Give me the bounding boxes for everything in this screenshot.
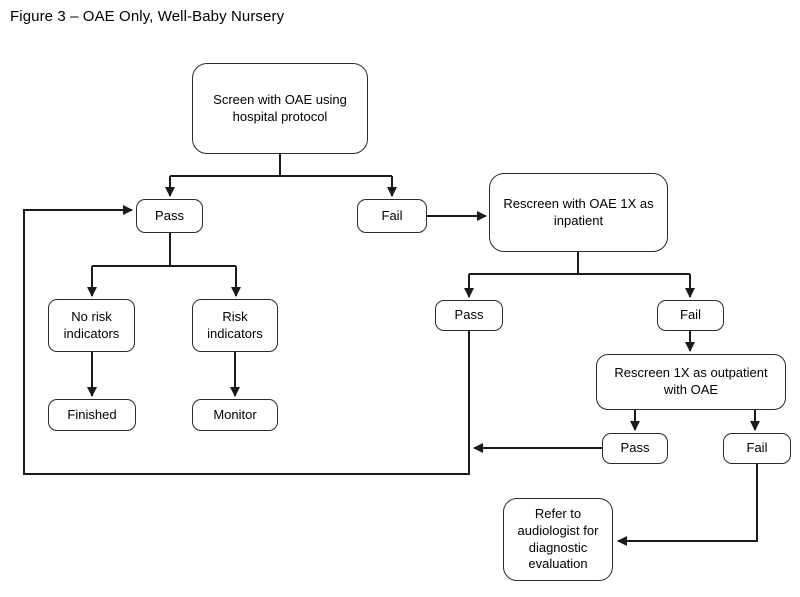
node-pass-inpatient: Pass xyxy=(435,300,503,331)
node-monitor: Monitor xyxy=(192,399,278,431)
edge-screen-split xyxy=(170,154,392,177)
node-rescreen-outpatient: Rescreen 1X as outpatient with OAE xyxy=(596,354,786,410)
edge-pass2-loop-pass1 xyxy=(23,205,470,475)
node-pass-outpatient: Pass xyxy=(602,433,668,464)
node-fail-initial: Fail xyxy=(357,199,427,233)
figure-title: Figure 3 – OAE Only, Well-Baby Nursery xyxy=(10,8,285,25)
edge-inpatient-split xyxy=(469,252,690,275)
node-pass-initial: Pass xyxy=(136,199,203,233)
node-fail-outpatient: Fail xyxy=(723,433,791,464)
node-fail-inpatient: Fail xyxy=(657,300,724,331)
node-no-risk-indicators: No risk indicators xyxy=(48,299,135,352)
node-risk-indicators: Risk indicators xyxy=(192,299,278,352)
node-refer-audiologist: Refer to audiologist for diagnostic eval… xyxy=(503,498,613,581)
edge-fail3-refer xyxy=(617,464,758,546)
edge-pass1-split xyxy=(92,233,236,267)
node-finished: Finished xyxy=(48,399,136,431)
node-screen-oae: Screen with OAE using hospital protocol xyxy=(192,63,368,154)
node-rescreen-inpatient: Rescreen with OAE 1X as inpatient xyxy=(489,173,668,252)
